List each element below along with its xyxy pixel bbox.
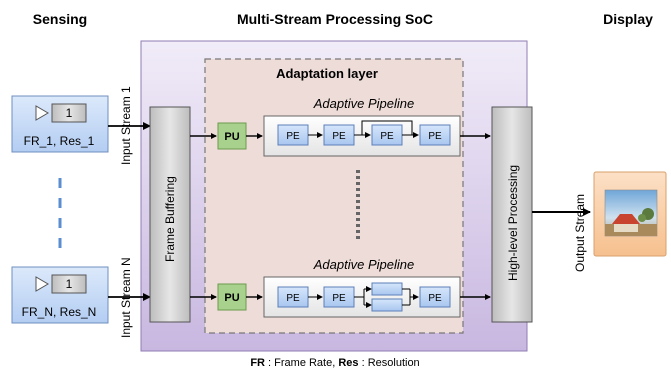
- sensing-header: Sensing: [33, 11, 87, 27]
- sensor-1-triangle-icon: [35, 105, 49, 121]
- pu-2: [217, 283, 247, 311]
- pipeline-1-pe-2-label: PE: [332, 131, 346, 142]
- display-thumbnail: [604, 189, 658, 237]
- sensor-1: 1 FR_1, Res_1: [11, 95, 109, 153]
- frame-buffering-block: [149, 106, 191, 323]
- pu-2-label: PU: [224, 292, 239, 304]
- pipeline-1-bypass: [361, 120, 413, 135]
- high-level-processing-label: High-level Processing: [506, 165, 520, 281]
- pipeline-2-pe-2-label: PE: [332, 293, 346, 304]
- sensor-1-label: FR_1, Res_1: [24, 134, 95, 148]
- frame-buffering-label: Frame Buffering: [163, 176, 177, 262]
- sensor-1-counter-box: [51, 103, 87, 123]
- legend-res-key: Res: [338, 357, 358, 369]
- pipeline-2-pe-3: [419, 286, 451, 308]
- output-stream-label: Output Stream: [573, 194, 587, 272]
- pipeline-2-pe-3-label: PE: [428, 293, 442, 304]
- sensor-n-counter: 1: [66, 277, 73, 291]
- sensor-n-label: FR_N, Res_N: [22, 305, 97, 319]
- pipeline-2-parallel-pe-a: [371, 282, 403, 296]
- legend-fr-key: FR: [250, 357, 265, 369]
- sensor-1-counter: 1: [66, 106, 73, 120]
- pipeline-1-pe-4: [419, 124, 451, 146]
- sensor-n: 1 FR_N, Res_N: [11, 266, 109, 324]
- pu-1-label: PU: [224, 131, 239, 143]
- soc-header: Multi-Stream Processing SoC: [237, 11, 433, 27]
- pipeline-2-parallel-pe-b: [371, 298, 403, 312]
- sensor-n-counter-box: [51, 274, 87, 294]
- pipeline-1-title: Adaptive Pipeline: [313, 96, 414, 111]
- legend-fr-text: : Frame Rate,: [265, 357, 338, 369]
- pipeline-2-title: Adaptive Pipeline: [313, 257, 414, 272]
- pipeline-1-pe-1-label: PE: [286, 131, 300, 142]
- legend: FR : Frame Rate, Res : Resolution: [250, 357, 419, 369]
- display-header: Display: [603, 11, 653, 27]
- sensor-n-triangle-icon: [35, 276, 49, 292]
- pipeline-2-pe-1-label: PE: [286, 293, 300, 304]
- pipeline-1-pe-3-label: PE: [380, 131, 394, 142]
- pipeline-1-pe-4-label: PE: [428, 131, 442, 142]
- legend-res-text: : Resolution: [359, 357, 420, 369]
- high-level-processing-block: [491, 106, 533, 323]
- adaptation-layer-label: Adaptation layer: [276, 66, 378, 81]
